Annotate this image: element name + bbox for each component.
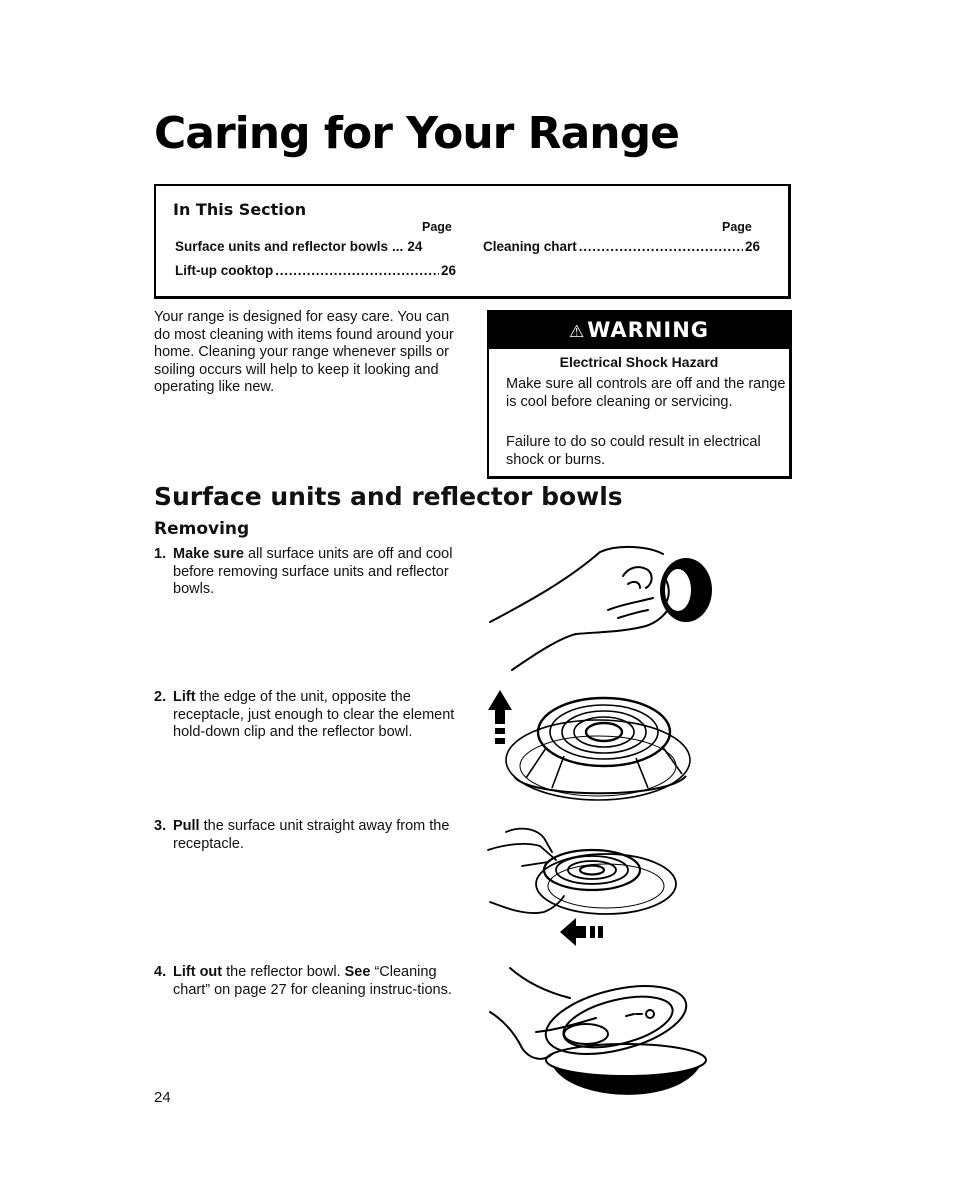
toc-entry[interactable]: Surface units and reflector bowls ... 24 (175, 239, 456, 254)
step-text: Pull the surface unit straight away from… (173, 818, 464, 853)
toc-entry-label: Lift-up cooktop (175, 263, 274, 278)
left-arrow-icon (560, 918, 603, 946)
step-text: Lift out the reflector bowl. See “Cleani… (173, 964, 464, 999)
section-heading: Surface units and reflector bowls (154, 482, 623, 511)
toc-entry-leader: ... (392, 239, 404, 254)
step-text: Make sure all surface units are off and … (173, 546, 464, 599)
up-arrow-icon (488, 690, 512, 744)
step-2: 2. Lift the edge of the unit, opposite t… (154, 689, 464, 742)
warning-triangle-icon: ⚠ (568, 322, 586, 342)
toc-entry-leader (579, 239, 743, 254)
warning-text: Make sure all controls are off and the r… (506, 376, 786, 410)
warning-box: ⚠WARNING Electrical Shock Hazard Make su… (487, 310, 792, 479)
toc-entry-leader (275, 263, 439, 278)
step-keyword: See (344, 964, 371, 980)
warning-label: WARNING (587, 318, 710, 342)
toc-entry-page: 26 (744, 239, 760, 254)
step-body: all surface units are off and cool befor… (173, 546, 453, 597)
toc-entry-page: 26 (440, 263, 456, 278)
page-title: Caring for Your Range (154, 108, 680, 159)
toc-entry[interactable]: Lift-up cooktop 26 (175, 263, 456, 278)
toc-page-header-left: Page (422, 220, 452, 234)
in-this-section-box: In This Section Page Page Surface units … (154, 184, 791, 299)
step-1: 1. Make sure all surface units are off a… (154, 546, 464, 599)
toc-entry-page: 24 (407, 239, 423, 254)
pull-surface-unit-illustration (487, 827, 677, 946)
subheading-removing: Removing (154, 519, 250, 539)
step-number: 2. (154, 689, 167, 705)
step-body: the edge of the unit, opposite the recep… (173, 689, 455, 740)
toc-heading: In This Section (173, 200, 307, 219)
lift-out-reflector-bowl-illustration (489, 967, 707, 1095)
hazard-title: Electrical Shock Hazard (559, 354, 719, 370)
toc-entry[interactable]: Cleaning chart 26 (483, 239, 760, 254)
step-number: 3. (154, 818, 167, 834)
intro-paragraph: Your range is designed for easy care. Yo… (154, 309, 454, 395)
toc-entry-label: Cleaning chart (483, 239, 577, 254)
step-keyword: Lift (173, 689, 196, 705)
hand-turning-control-knob-illustration (489, 545, 712, 671)
step-keyword: Pull (173, 818, 200, 834)
lift-surface-unit-illustration (488, 690, 691, 801)
warning-banner: ⚠WARNING (489, 312, 789, 349)
step-body: “Cleaning chart” on page 27 for cleaning… (173, 964, 452, 998)
step-keyword: Make sure (173, 546, 244, 562)
step-text: Lift the edge of the unit, opposite the … (173, 689, 464, 742)
step-number: 4. (154, 964, 167, 980)
step-4: 4. Lift out the reflector bowl. See “Cle… (154, 964, 464, 999)
step-number: 1. (154, 546, 167, 562)
step-body: the surface unit straight away from the … (173, 818, 450, 852)
step-keyword: Lift out (173, 964, 223, 980)
warning-consequence: Failure to do so could result in electri… (506, 434, 761, 468)
step-body: the reflector bowl. (222, 964, 345, 980)
page-number: 24 (154, 1089, 171, 1106)
step-3: 3. Pull the surface unit straight away f… (154, 818, 464, 853)
toc-entry-label: Surface units and reflector bowls (175, 239, 389, 254)
toc-page-header-right: Page (722, 220, 752, 234)
